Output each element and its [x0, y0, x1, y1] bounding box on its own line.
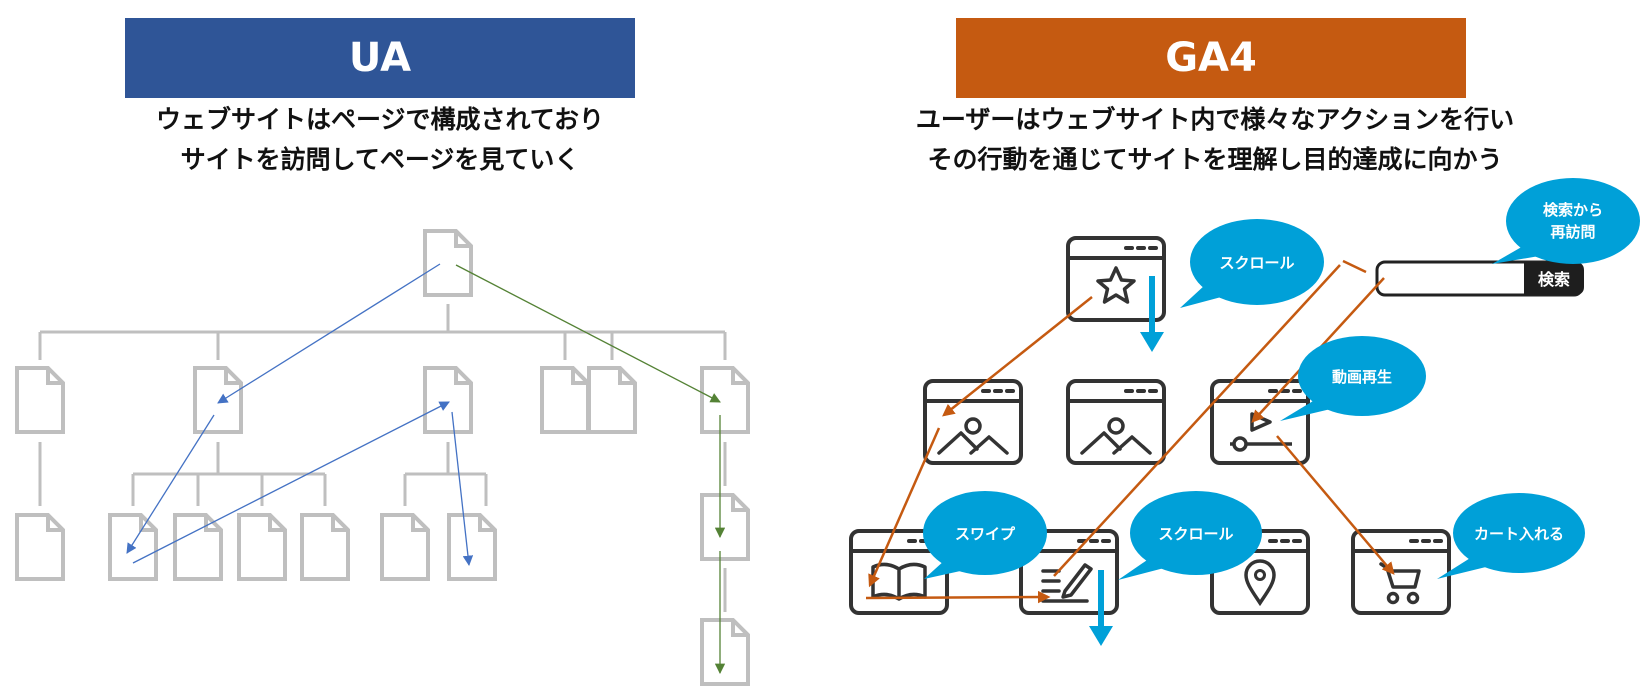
bubble-label: スクロール — [1158, 525, 1233, 543]
ga4-user-journey-path — [865, 259, 1395, 604]
book-icon — [871, 562, 927, 601]
path-arrow — [126, 414, 215, 554]
journey-arrow — [942, 296, 1093, 417]
ga4-description: ユーザーはウェブサイト内で様々なアクションを行い その行動を通じてサイトを理解し… — [820, 100, 1610, 180]
ua-header: UA — [125, 18, 635, 98]
document-icon — [540, 366, 590, 434]
search-box: 検索 — [1375, 260, 1584, 297]
journey-arrow — [865, 590, 1051, 604]
ua-title: UA — [348, 35, 412, 81]
document-icon — [700, 493, 750, 561]
ua-description-line1: ウェブサイトはページで構成されており — [155, 105, 604, 134]
star-icon — [1096, 266, 1136, 304]
bubble-label: スクロール — [1219, 254, 1294, 272]
speech-bubble-swipe: スワイプ — [923, 491, 1047, 579]
document-icon — [108, 513, 158, 581]
document-icon — [380, 513, 430, 581]
play-icon — [1250, 412, 1272, 432]
tree-connectors — [38, 304, 727, 612]
ga4-description-line2: その行動を通じてサイトを理解し目的達成に向かう — [927, 145, 1503, 174]
image-icon — [937, 417, 1009, 455]
speech-bubble-video-play: 動画再生 — [1280, 336, 1426, 421]
bubble-label: スワイプ — [955, 525, 1016, 543]
journey-arrow — [1276, 435, 1395, 575]
article-page-window — [1019, 529, 1119, 615]
map-pin-icon — [1244, 559, 1276, 607]
document-icon — [193, 366, 243, 434]
ga4-header: GA4 — [956, 18, 1466, 98]
path-arrow — [217, 263, 441, 404]
document-icon — [15, 513, 65, 581]
ua-site-tree-diagram — [15, 229, 750, 686]
bubble-label: 再訪問 — [1550, 223, 1595, 241]
document-icon — [423, 366, 473, 434]
ua-visit-path-blue — [126, 263, 474, 567]
path-arrow — [455, 264, 721, 403]
scroll-arrow-top — [1140, 276, 1164, 352]
journey-line — [1342, 259, 1367, 274]
ga4-description-line1: ユーザーはウェブサイト内で様々なアクションを行い — [915, 105, 1515, 134]
document-icon — [700, 366, 750, 434]
search-button-label: 検索 — [1538, 270, 1570, 289]
path-arrow — [451, 411, 474, 567]
document-icon — [700, 618, 750, 686]
ua-visit-path-green — [455, 264, 726, 675]
bubble-label: カート入れる — [1474, 525, 1564, 543]
shopping-cart-icon — [1379, 562, 1421, 605]
book-page-window — [849, 529, 949, 615]
image-page-window — [923, 379, 1023, 465]
speech-bubble-scroll-top: スクロール — [1180, 219, 1324, 308]
map-pin-page-window — [1210, 529, 1310, 615]
speech-bubble-revisit-from-search: 検索から 再訪問 — [1492, 178, 1640, 264]
scroll-arrow-bottom — [1089, 570, 1113, 646]
journey-line — [1053, 264, 1341, 577]
document-icon — [447, 513, 497, 581]
journey-arrow — [1251, 277, 1385, 423]
speech-bubble-scroll-bottom: スクロール — [1118, 491, 1262, 580]
cart-page-window — [1351, 529, 1451, 615]
edit-document-icon — [1041, 563, 1093, 603]
document-icon — [237, 513, 287, 581]
ga4-title: GA4 — [1165, 35, 1257, 81]
image-page-window — [1066, 379, 1166, 465]
bubble-label: 動画再生 — [1332, 368, 1392, 386]
ua-description-line2: サイトを訪問してページを見ていく — [180, 145, 580, 174]
document-icon — [15, 366, 65, 434]
image-icon — [1080, 417, 1152, 455]
document-icon — [300, 513, 350, 581]
document-icon — [587, 366, 637, 434]
journey-arrow — [868, 427, 941, 588]
path-arrow — [132, 401, 450, 564]
document-icon-root — [423, 229, 473, 297]
document-icon — [173, 513, 223, 581]
bubble-label: 検索から — [1543, 201, 1603, 219]
video-page-window — [1210, 379, 1310, 465]
star-page-window — [1066, 236, 1166, 322]
ua-description: ウェブサイトはページで構成されており サイトを訪問してページを見ていく — [60, 100, 700, 180]
speech-bubble-add-to-cart: カート入れる — [1437, 493, 1585, 579]
